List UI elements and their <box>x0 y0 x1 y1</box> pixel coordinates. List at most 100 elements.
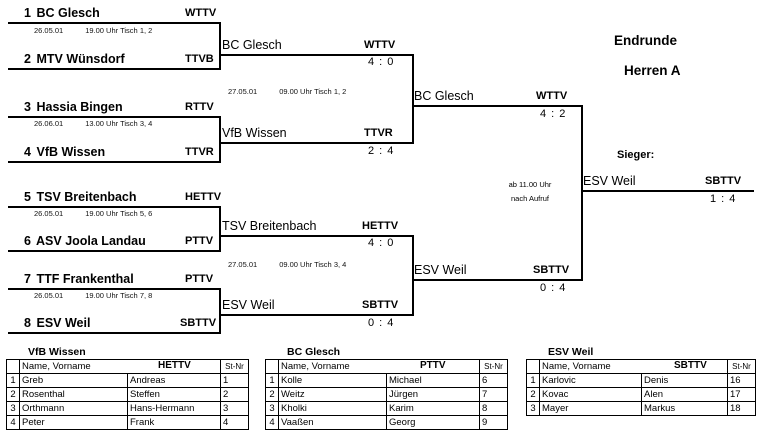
final-bottom-team: ESV Weil <box>414 263 467 277</box>
bracket-title-line2: Herren A <box>624 63 681 78</box>
r2-m2-bottom-line <box>221 314 414 316</box>
r2-m2-bottom-team: ESV Weil <box>222 298 275 312</box>
r2-m1-bottom-score: 2 : 4 <box>368 145 395 157</box>
r1-m1-top-name: BC Glesch <box>36 6 100 20</box>
row-stnr: 18 <box>727 401 756 416</box>
r1-m2-bottom-name: VfB Wissen <box>36 145 106 159</box>
roster-title: ESV Weil <box>548 346 594 358</box>
final-top-score: 4 : 2 <box>540 108 567 120</box>
r1-m3-bottom-assoc: PTTV <box>185 235 214 247</box>
r1-m4-time: 19.00 Uhr Tisch 7, 8 <box>85 291 153 300</box>
r2-m1-bracket-connector <box>412 54 414 144</box>
row-index: 2 <box>6 387 20 402</box>
row-firstname: Andreas <box>127 373 221 388</box>
row-index: 4 <box>265 415 279 430</box>
row-lastname: Greb <box>19 373 128 388</box>
r2-m2-top-team: TSV Breitenbach <box>222 219 317 233</box>
row-lastname: Weitz <box>278 387 387 402</box>
r1-m4-top-assoc: PTTV <box>185 273 214 285</box>
r1-m1-bottom-name: MTV Wünsdorf <box>36 52 125 66</box>
r1-m4-bottom-line <box>8 332 221 334</box>
r1-m3-bottom-team: 6 ASV Joola Landau <box>24 234 146 248</box>
row-firstname: Denis <box>641 373 728 388</box>
winner-line <box>582 190 754 192</box>
r1-m2-time: 13.00 Uhr Tisch 3, 4 <box>85 119 153 128</box>
r1-m1-bottom-assoc: TTVB <box>185 53 214 65</box>
r1-m4-bottom-team: 8 ESV Weil <box>24 316 90 330</box>
roster-assoc-badge: HETTV <box>158 360 191 371</box>
row-firstname: Georg <box>386 415 480 430</box>
r2-m1-bottom-team: VfB Wissen <box>222 126 287 140</box>
r1-m4-bottom-seed: 8 <box>24 316 31 330</box>
row-lastname: Mayer <box>539 401 642 416</box>
r1-m1-bracket-connector <box>219 22 221 70</box>
row-index: 4 <box>6 415 20 430</box>
roster-table: Name, Vorname HETTV St-Nr 1GrebAndreas1 … <box>6 359 249 430</box>
row-stnr: 1 <box>220 373 249 388</box>
r2-m1-bottom-line <box>221 142 414 144</box>
r1-m2-bottom-assoc: TTVR <box>185 146 214 158</box>
hdr-blank <box>526 359 540 374</box>
row-stnr: 9 <box>479 415 508 430</box>
r1-m2-date: 26.06.01 <box>34 119 64 128</box>
winner-score: 1 : 4 <box>710 193 737 205</box>
r1-m2-bracket-connector <box>219 116 221 163</box>
r1-m4-top-seed: 7 <box>24 272 31 286</box>
r1-m3-bottom-name: ASV Joola Landau <box>36 234 146 248</box>
row-firstname: Jürgen <box>386 387 480 402</box>
r2-m1-top-score: 4 : 0 <box>368 56 395 68</box>
final-bottom-line <box>413 279 583 281</box>
row-firstname: Markus <box>641 401 728 416</box>
row-index: 3 <box>526 401 540 416</box>
final-call-note: ab 11.00 Uhr nach Aufruf <box>480 178 580 206</box>
roster-title: BC Glesch <box>287 346 341 358</box>
r1-m4-bottom-name: ESV Weil <box>36 316 91 330</box>
row-lastname: Orthmann <box>19 401 128 416</box>
row-lastname: Vaaßen <box>278 415 387 430</box>
row-stnr: 17 <box>727 387 756 402</box>
r1-m4-top-name: TTF Frankenthal <box>36 272 134 286</box>
r2-m2-bracket-connector <box>412 235 414 315</box>
r1-m1-top-seed: 1 <box>24 6 31 20</box>
r1-m2-meta: 26.06.01 13.00 Uhr Tisch 3, 4 <box>34 119 152 128</box>
row-index: 2 <box>526 387 540 402</box>
row-firstname: Frank <box>127 415 221 430</box>
row-index: 1 <box>265 373 279 388</box>
r2-m2-top-score: 4 : 0 <box>368 237 395 249</box>
row-index: 1 <box>526 373 540 388</box>
row-firstname: Steffen <box>127 387 221 402</box>
row-firstname: Michael <box>386 373 480 388</box>
r2-m2-date: 27.05.01 <box>228 260 258 269</box>
row-firstname: Alen <box>641 387 728 402</box>
r1-m3-time: 19.00 Uhr Tisch 5, 6 <box>85 209 153 218</box>
row-index: 2 <box>265 387 279 402</box>
final-top-assoc: WTTV <box>536 90 568 102</box>
r1-m2-top-seed: 3 <box>24 100 31 114</box>
r1-m1-top-team: 1 BC Glesch <box>24 6 100 20</box>
r1-m3-top-line <box>8 206 221 208</box>
hdr-name: Name, Vorname <box>278 359 480 374</box>
row-index: 1 <box>6 373 20 388</box>
winner-assoc: SBTTV <box>705 175 742 187</box>
roster-vfb-wissen: VfB Wissen Name, Vorname HETTV St-Nr 1Gr… <box>6 346 254 430</box>
row-lastname: Kovac <box>539 387 642 402</box>
r2-m2-time: 09.00 Uhr Tisch 3, 4 <box>279 260 347 269</box>
final-bottom-score: 0 : 4 <box>540 282 567 294</box>
row-lastname: Peter <box>19 415 128 430</box>
hdr-stnr: St-Nr <box>220 359 249 374</box>
r1-m1-bottom-line <box>8 68 221 70</box>
row-index: 3 <box>6 401 20 416</box>
hdr-stnr: St-Nr <box>727 359 756 374</box>
row-stnr: 6 <box>479 373 508 388</box>
